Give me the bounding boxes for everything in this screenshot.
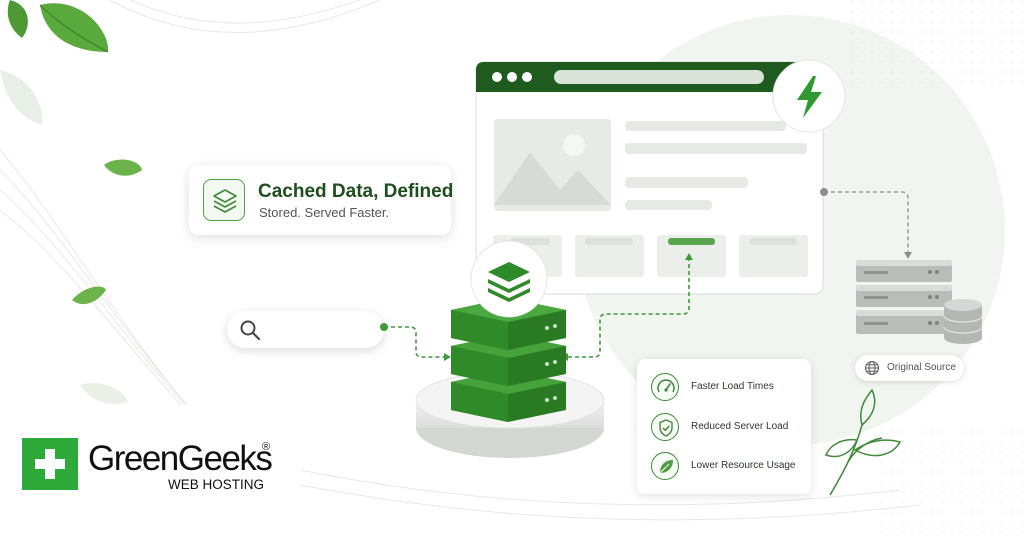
search-icon <box>239 319 261 346</box>
registered-mark: ® <box>262 441 271 453</box>
benefit-item: Faster Load Times <box>637 373 811 403</box>
original-source-badge: Original Source <box>855 355 964 381</box>
brand-tagline: WEB HOSTING <box>168 477 265 492</box>
data-flow-lines <box>384 258 690 358</box>
greengeeks-plus-logo-icon <box>22 438 78 490</box>
benefit-label: Reduced Server Load <box>691 421 789 432</box>
window-dot-icon <box>507 72 517 82</box>
benefit-item: Reduced Server Load <box>637 413 811 443</box>
address-bar <box>554 70 764 84</box>
benefit-label: Faster Load Times <box>691 381 774 392</box>
layers-outline-icon <box>203 179 245 221</box>
connector-node <box>380 323 388 331</box>
cached-data-callout: Cached Data, Defined Stored. Served Fast… <box>189 165 454 235</box>
callout-title: Cached Data, Defined <box>258 181 454 202</box>
original-source-label: Original Source <box>887 362 956 373</box>
dot-pattern-bottom <box>880 430 1024 536</box>
leaves-decoration <box>0 0 142 405</box>
globe-icon <box>864 360 880 381</box>
brand-name: GreenGeeks <box>88 439 273 478</box>
dot-pattern <box>845 0 1024 90</box>
browser-window <box>475 61 824 295</box>
benefits-card: Faster Load Times Reduced Server Load Lo… <box>637 359 811 494</box>
benefit-item: Lower Resource Usage <box>637 452 811 482</box>
database-icon <box>943 299 983 344</box>
benefit-label: Lower Resource Usage <box>691 460 796 471</box>
window-dot-icon <box>492 72 502 82</box>
plant-icon <box>825 388 902 496</box>
shield-check-icon <box>651 413 679 441</box>
callout-subtitle: Stored. Served Faster. <box>259 205 390 220</box>
search-bar[interactable] <box>227 311 384 348</box>
origin-server-icon <box>856 260 952 334</box>
lightning-icon <box>772 59 846 133</box>
window-dot-icon <box>522 72 532 82</box>
leaf-icon <box>651 452 679 480</box>
layers-icon <box>470 240 548 318</box>
speedometer-icon <box>651 373 679 401</box>
